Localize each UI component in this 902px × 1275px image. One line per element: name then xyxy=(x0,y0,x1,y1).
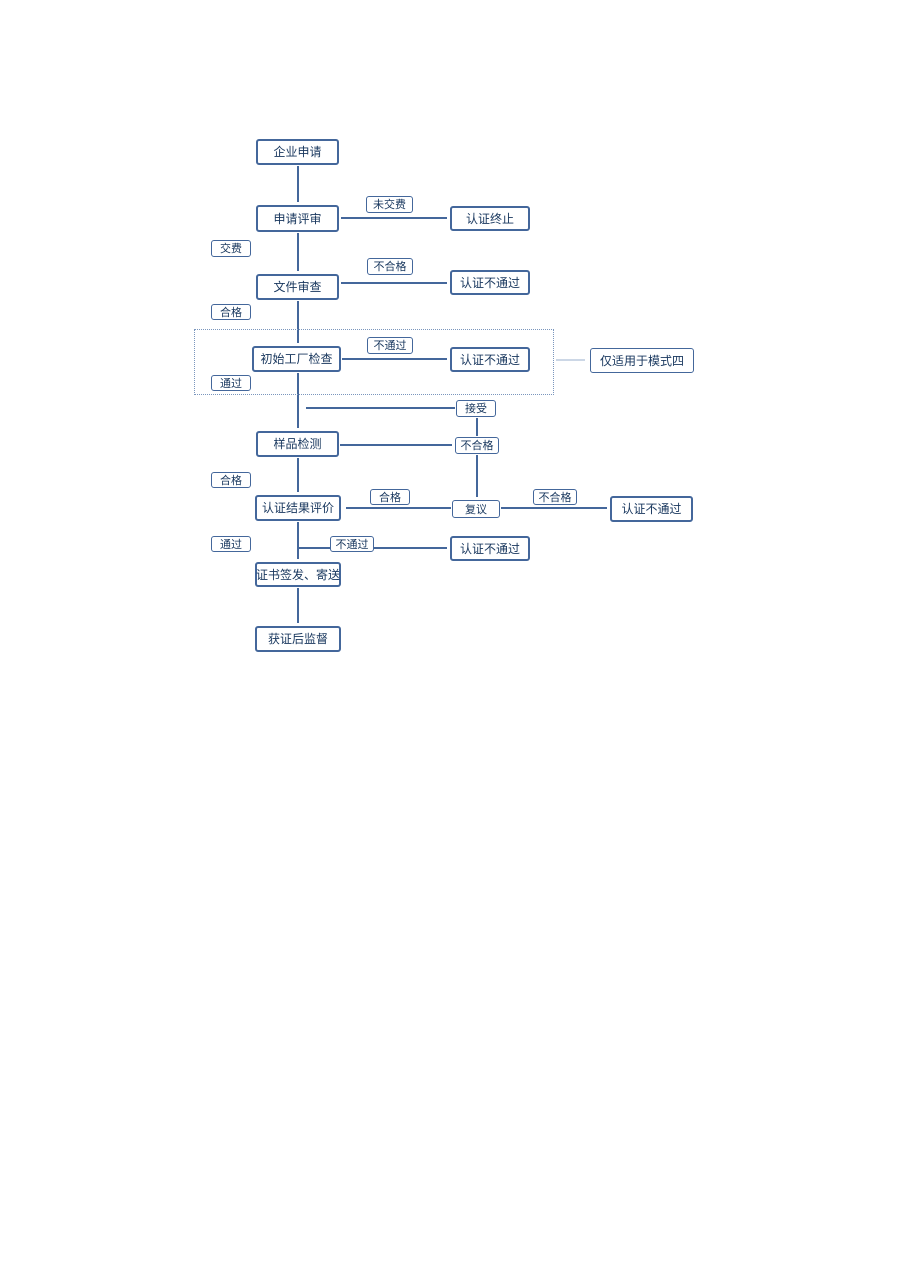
label-paid: 交费 xyxy=(211,240,251,257)
node-certification-failed-1: 认证不通过 xyxy=(450,270,530,295)
label-unqualified-3: 不合格 xyxy=(533,489,577,505)
node-reconsideration: 复议 xyxy=(452,500,500,518)
node-certification-failed-2: 认证不通过 xyxy=(450,347,530,372)
node-sample-testing: 样品检测 xyxy=(256,431,339,457)
label-not-passed-2: 不通过 xyxy=(330,536,374,552)
node-certificate-issuance: 证书签发、寄送 xyxy=(255,562,341,587)
node-enterprise-application: 企业申请 xyxy=(256,139,339,165)
label-passed-2: 通过 xyxy=(211,536,251,552)
node-certification-terminated: 认证终止 xyxy=(450,206,530,231)
label-qualified-3: 合格 xyxy=(370,489,410,505)
label-passed-1: 通过 xyxy=(211,375,251,391)
label-not-passed-1: 不通过 xyxy=(367,337,413,354)
label-accept: 接受 xyxy=(456,400,496,417)
label-qualified-2: 合格 xyxy=(211,472,251,488)
node-application-review: 申请评审 xyxy=(256,205,339,232)
label-not-paid: 未交费 xyxy=(366,196,413,213)
label-unqualified-2: 不合格 xyxy=(455,437,499,454)
node-certification-failed-4: 认证不通过 xyxy=(450,536,530,561)
mode-four-dashed-region xyxy=(194,329,554,395)
node-certification-result-evaluation: 认证结果评价 xyxy=(255,495,341,521)
label-unqualified-1: 不合格 xyxy=(367,258,413,275)
node-post-certification-supervision: 获证后监督 xyxy=(255,626,341,652)
node-initial-factory-inspection: 初始工厂检查 xyxy=(252,346,341,372)
node-certification-failed-3: 认证不通过 xyxy=(610,496,693,522)
label-qualified-1: 合格 xyxy=(211,304,251,320)
node-document-review: 文件审查 xyxy=(256,274,339,300)
node-mode-four-note: 仅适用于模式四 xyxy=(590,348,694,373)
